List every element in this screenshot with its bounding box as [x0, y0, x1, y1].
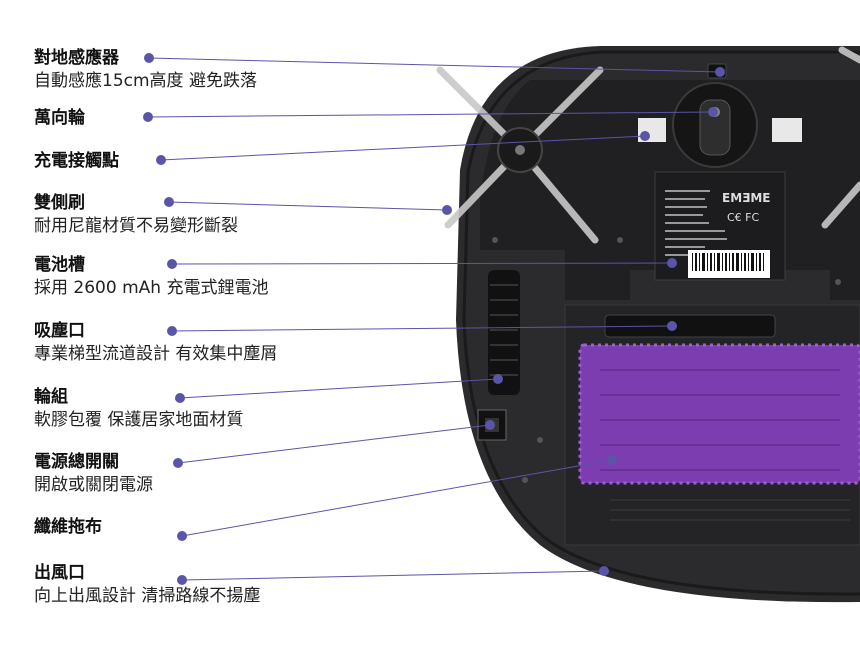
feature-subtitle: 開啟或關閉電源	[34, 475, 153, 495]
feature-title: 電池槽	[34, 255, 85, 275]
feature-subtitle: 自動感應15cm高度 避免跌落	[34, 71, 257, 91]
brand-logo: EMƎME	[722, 191, 770, 205]
feature-charging-contacts: 充電接觸點	[34, 150, 119, 172]
feature-title: 電源總開關	[34, 452, 119, 472]
feature-title: 對地感應器	[34, 48, 119, 68]
charge-contact-right	[772, 118, 802, 142]
feature-battery: 電池槽 採用 2600 mAh 充電式鋰電池	[34, 254, 268, 300]
feature-title: 充電接觸點	[34, 151, 119, 171]
caster-wheel	[699, 99, 731, 156]
feature-side-brushes: 雙側刷 耐用尼龍材質不易變形斷裂	[34, 192, 238, 238]
feature-caster-wheel: 萬向輪	[34, 107, 85, 129]
feature-suction-inlet: 吸塵口 專業梯型流道設計 有效集中塵屑	[34, 320, 277, 366]
robot-rim	[462, 50, 860, 596]
feature-title: 雙側刷	[34, 193, 85, 213]
feature-power-switch: 電源總開關 開啟或關閉電源	[34, 451, 153, 497]
feature-subtitle: 專業梯型流道設計 有效集中塵屑	[34, 344, 278, 364]
feature-wheels: 輪組 軟膠包覆 保護居家地面材質	[34, 386, 243, 432]
feature-cliff-sensor: 對地感應器 自動感應15cm高度 避免跌落	[34, 47, 257, 93]
mop-cloth	[580, 345, 860, 483]
feature-subtitle: 耐用尼龍材質不易變形斷裂	[34, 216, 238, 236]
feature-title: 輪組	[34, 387, 68, 407]
feature-title: 吸塵口	[34, 321, 85, 341]
feature-subtitle: 軟膠包覆 保護居家地面材質	[34, 410, 244, 430]
callout-lines	[147, 57, 721, 581]
feature-title: 纖維拖布	[34, 517, 102, 537]
svg-text:C€ FC: C€ FC	[727, 211, 760, 224]
side-brush-right	[821, 46, 860, 229]
callout-dots	[143, 53, 725, 585]
feature-subtitle: 採用 2600 mAh 充電式鋰電池	[34, 278, 269, 298]
feature-air-outlet: 出風口 向上出風設計 清掃路線不揚塵	[34, 562, 260, 608]
feature-title: 萬向輪	[34, 108, 85, 128]
feature-subtitle: 向上出風設計 清掃路線不揚塵	[34, 586, 261, 606]
suction-inlet	[604, 314, 776, 338]
feature-title: 出風口	[34, 563, 85, 583]
feature-mop-cloth: 纖維拖布	[34, 516, 102, 538]
power-switch	[477, 409, 507, 441]
drive-wheel	[488, 270, 520, 395]
